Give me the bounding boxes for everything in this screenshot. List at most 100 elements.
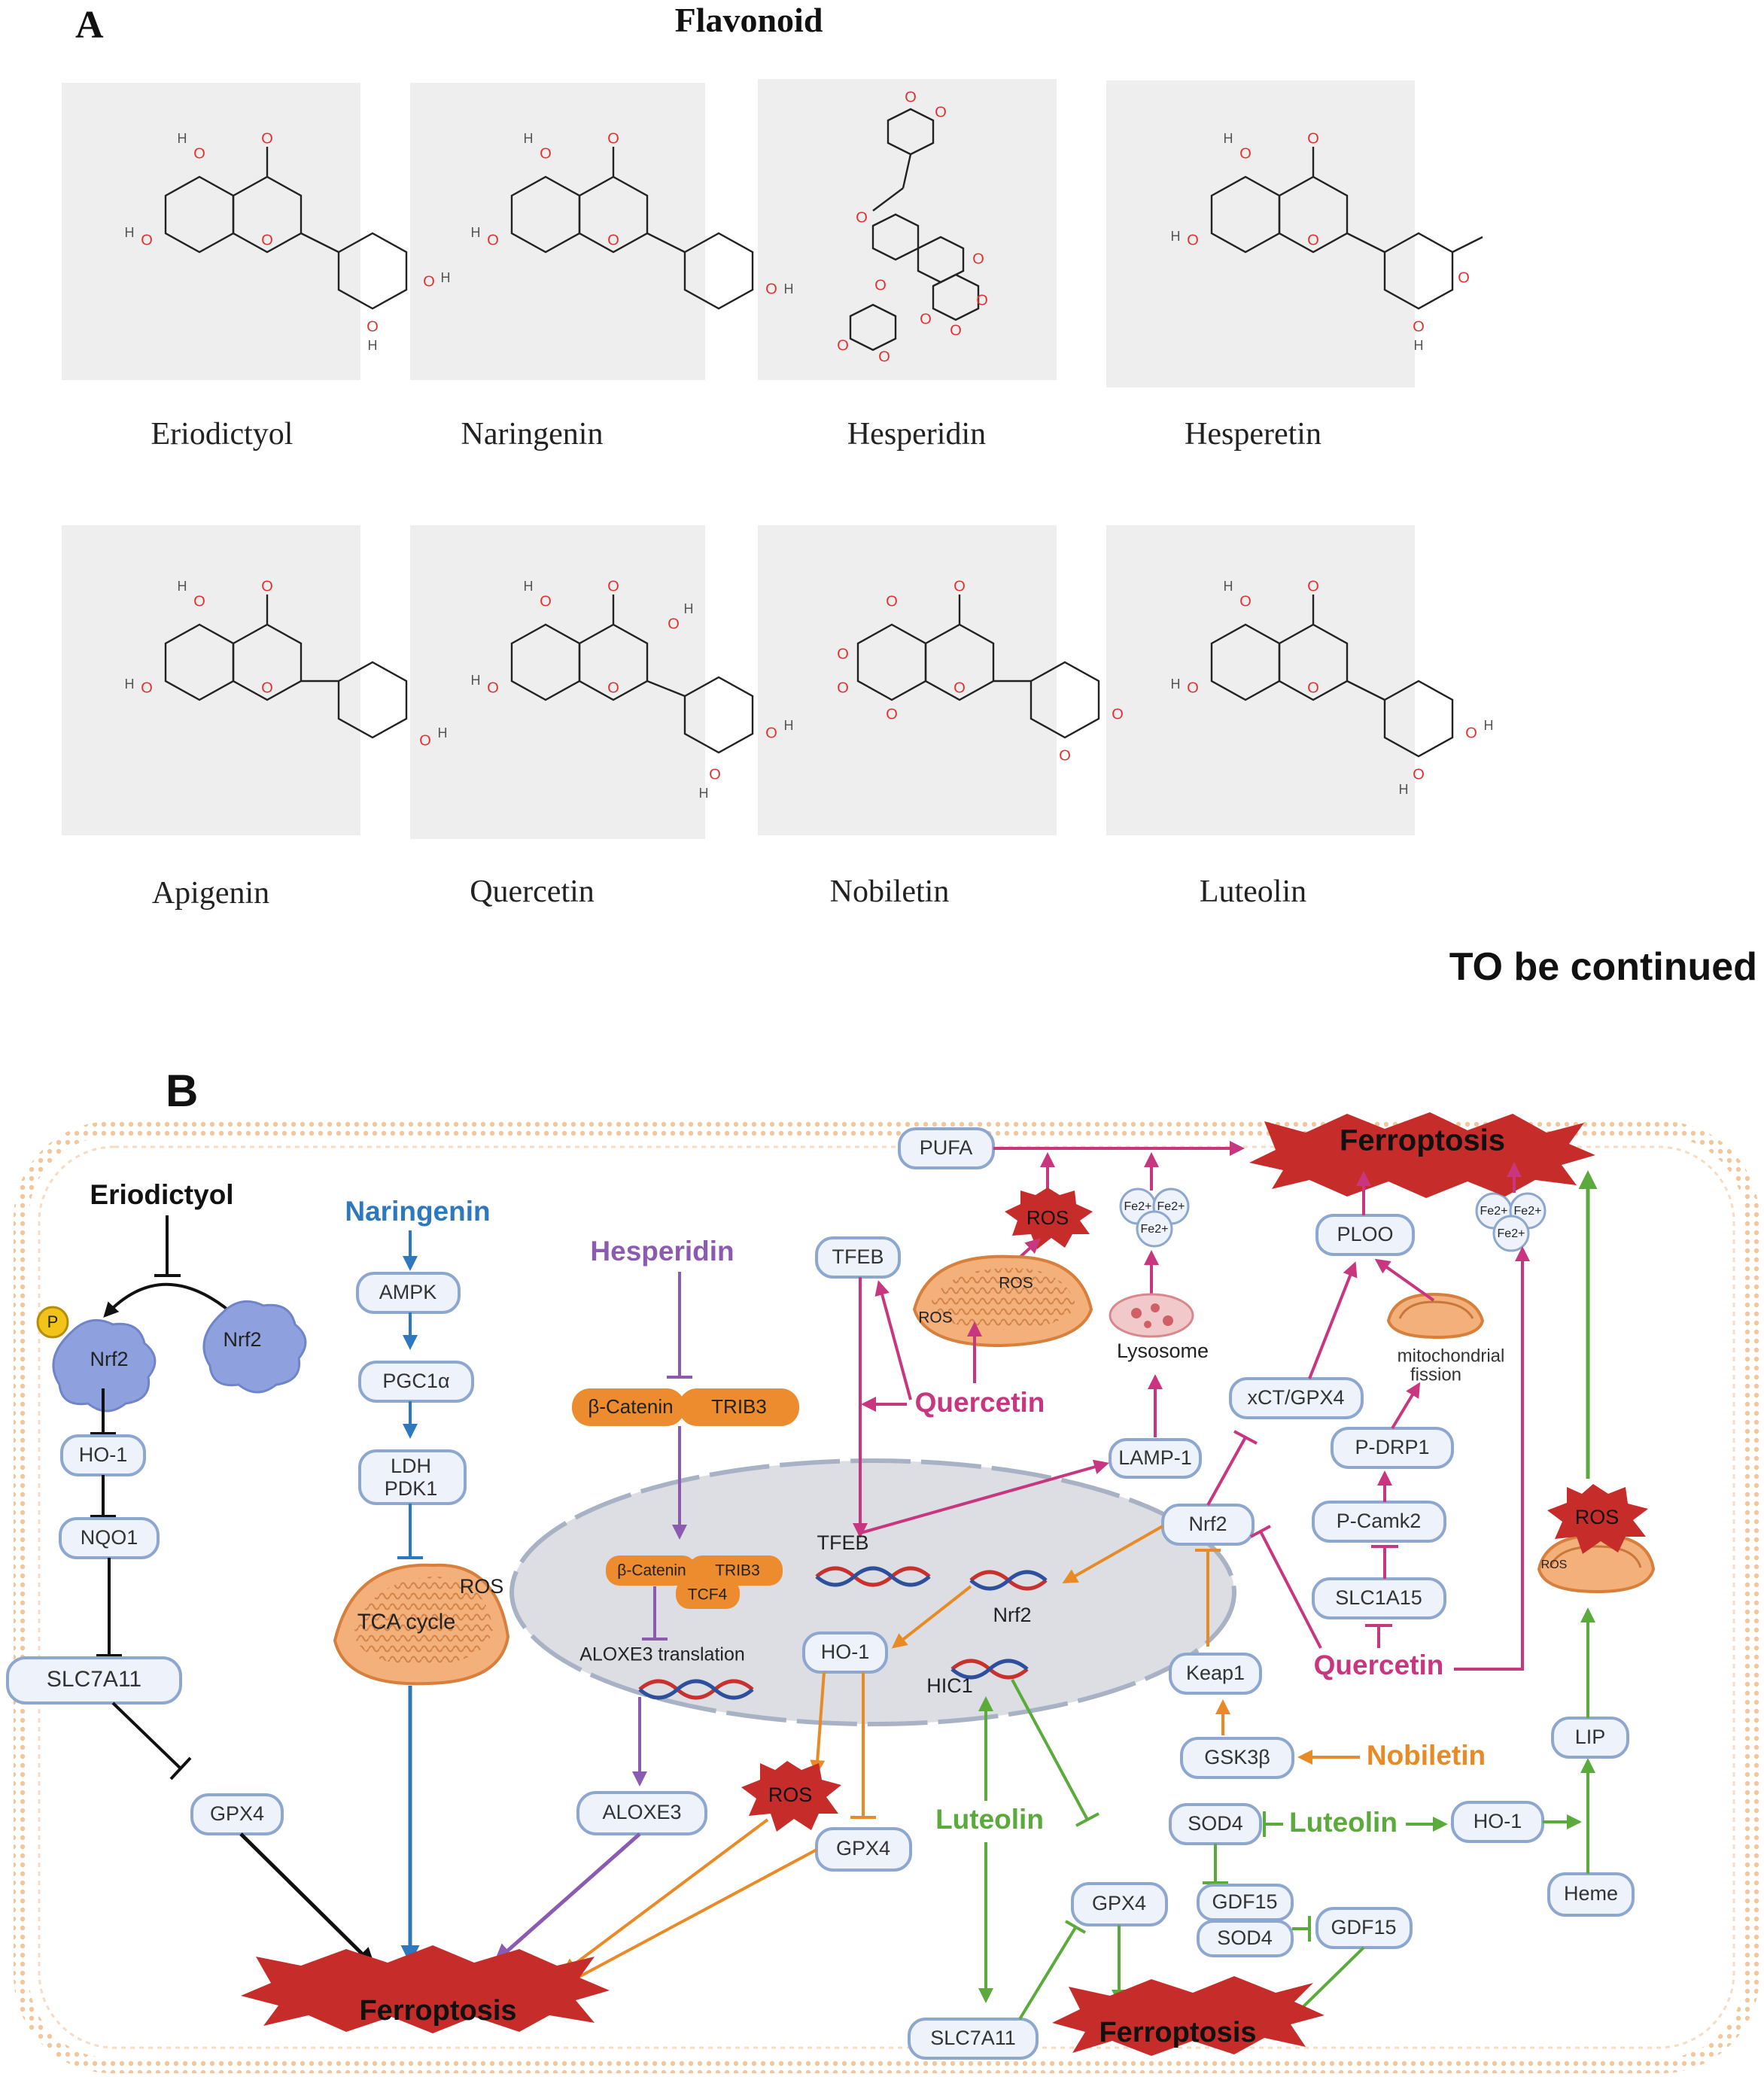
node-slc1a15: SLC1A15 — [1312, 1577, 1446, 1619]
svg-text:HO-1: HO-1 — [79, 1443, 128, 1466]
ros-burst-right — [1547, 1484, 1648, 1554]
iron-cluster-a: Fe2+ Fe2+ Fe2+ — [1119, 1188, 1190, 1248]
svg-text:GPX4: GPX4 — [836, 1837, 890, 1860]
svg-text:O: O — [141, 680, 153, 696]
node-gpx4-center: GPX4 — [815, 1827, 912, 1872]
node-keap1: Keap1 — [1169, 1653, 1262, 1695]
nrf2-phosphorylated: Nrf2 P — [36, 1306, 157, 1413]
aloxe3-translation-label: ALOXE3 translation — [579, 1644, 745, 1665]
svg-text:NQO1: NQO1 — [81, 1526, 138, 1549]
arrow-quercetin-iron — [1454, 1246, 1530, 1671]
node-sod4-b: SOD4 — [1197, 1920, 1294, 1957]
dna-icon-tfeb — [815, 1566, 931, 1587]
svg-text:O: O — [709, 766, 721, 783]
svg-text:Fe2+: Fe2+ — [1124, 1200, 1152, 1213]
svg-text:O: O — [950, 322, 962, 339]
svg-text:O: O — [837, 680, 849, 696]
svg-text:GPX4: GPX4 — [210, 1802, 264, 1825]
svg-text:O: O — [607, 680, 619, 696]
svg-text:SOD4: SOD4 — [1217, 1926, 1273, 1949]
phosphate-badge — [36, 1306, 69, 1339]
svg-text:O: O — [607, 130, 619, 147]
svg-text:O: O — [487, 680, 499, 696]
mitochondrion-tca: TCA cycle ROS — [333, 1563, 510, 1686]
svg-text:O: O — [1307, 680, 1319, 696]
svg-text:H: H — [125, 225, 135, 240]
svg-text:O: O — [1239, 593, 1252, 610]
node-gpx4-left: GPX4 — [190, 1793, 284, 1835]
svg-text:H: H — [524, 579, 534, 594]
node-pcamk2: P-Camk2 — [1312, 1501, 1446, 1543]
svg-text:O: O — [540, 593, 552, 610]
molecule-panel-naringenin — [410, 83, 705, 380]
phosphate-label: P — [47, 1312, 59, 1331]
svg-text:O: O — [1307, 578, 1319, 595]
svg-text:H: H — [368, 338, 378, 353]
svg-text:TFEB: TFEB — [832, 1245, 884, 1268]
node-ho1-left: HO-1 — [60, 1434, 146, 1476]
svg-text:Fe2+: Fe2+ — [1514, 1205, 1542, 1218]
node-aloxe3: ALOXE3 — [576, 1791, 707, 1835]
svg-text:PGC1α: PGC1α — [382, 1370, 449, 1392]
svg-text:GDF15: GDF15 — [1212, 1890, 1277, 1913]
lysosome-icon — [1109, 1293, 1194, 1338]
mito-ros-b: ROS — [999, 1275, 1033, 1292]
svg-text:O: O — [423, 273, 435, 290]
svg-text:O: O — [261, 578, 273, 595]
nrf2-nucleus-label: Nrf2 — [993, 1604, 1031, 1626]
agent-quercetin-top: Quercetin — [915, 1387, 1045, 1418]
svg-text:O: O — [886, 706, 898, 722]
svg-text:O: O — [1465, 725, 1477, 741]
svg-text:O: O — [1413, 766, 1425, 783]
svg-text:LIP: LIP — [1575, 1726, 1606, 1748]
mito-fission-line2: fission — [1410, 1364, 1461, 1385]
nrf2-free: Nrf2 — [202, 1300, 307, 1394]
svg-text:O: O — [837, 337, 849, 354]
svg-text:Heme: Heme — [1564, 1882, 1618, 1905]
svg-text:Fe2+: Fe2+ — [1141, 1223, 1169, 1236]
svg-text:O: O — [972, 251, 984, 267]
cell-membrane — [14, 1121, 1759, 2073]
svg-text:O: O — [193, 145, 205, 162]
svg-text:SLC7A11: SLC7A11 — [930, 2027, 1016, 2049]
svg-text:O: O — [1239, 145, 1252, 162]
agent-quercetin-right: Quercetin — [1314, 1650, 1444, 1680]
svg-text:H: H — [1171, 677, 1181, 692]
node-pufa: PUFA — [898, 1127, 995, 1169]
node-lamp1: LAMP-1 — [1109, 1438, 1202, 1479]
panel-b: B Eriodictyol Nrf2 P Nrf2 HO-1 NQO1 SLC7… — [6, 1066, 1759, 2073]
svg-text:β-Catenin: β-Catenin — [588, 1395, 673, 1418]
svg-text:H: H — [125, 677, 135, 692]
svg-text:H: H — [438, 725, 448, 740]
svg-text:O: O — [765, 725, 777, 741]
tfeb-nucleus-label: TFEB — [817, 1531, 868, 1554]
ferroptosis-top-label: Ferroptosis — [1340, 1124, 1505, 1157]
dna-icon-nrf2 — [969, 1570, 1048, 1591]
svg-text:H: H — [471, 225, 481, 240]
svg-text:PLOO: PLOO — [1337, 1223, 1393, 1245]
svg-text:O: O — [1187, 680, 1199, 696]
panel-a-letter: A — [75, 4, 104, 47]
svg-text:O: O — [607, 232, 619, 248]
node-nrf2-right: Nrf2 — [1161, 1504, 1255, 1546]
ros-burst-top — [1005, 1188, 1093, 1249]
svg-text:H: H — [471, 673, 481, 688]
ros-burst-center — [741, 1761, 841, 1832]
iron-cluster-b: Fe2+ Fe2+ Fe2+ — [1475, 1192, 1547, 1252]
dna-icon-hic1 — [950, 1659, 1029, 1680]
node-slc7a11-left: SLC7A11 — [6, 1656, 182, 1704]
node-ho1-center: HO-1 — [802, 1631, 888, 1674]
complex-bcatenin-trib3: β-Catenin TRIB3 — [572, 1388, 799, 1426]
svg-text:O: O — [607, 578, 619, 595]
molecule-panel-luteolin — [1106, 525, 1415, 835]
lysosome-label: Lysosome — [1117, 1340, 1209, 1362]
svg-text:O: O — [905, 89, 917, 105]
molecule-name-eriodictyol: Eriodictyol — [151, 417, 293, 452]
svg-text:O: O — [540, 145, 552, 162]
molecule-panel-hesperidin — [758, 79, 1057, 380]
svg-text:LAMP-1: LAMP-1 — [1118, 1446, 1192, 1469]
svg-text:xCT/GPX4: xCT/GPX4 — [1247, 1386, 1344, 1409]
